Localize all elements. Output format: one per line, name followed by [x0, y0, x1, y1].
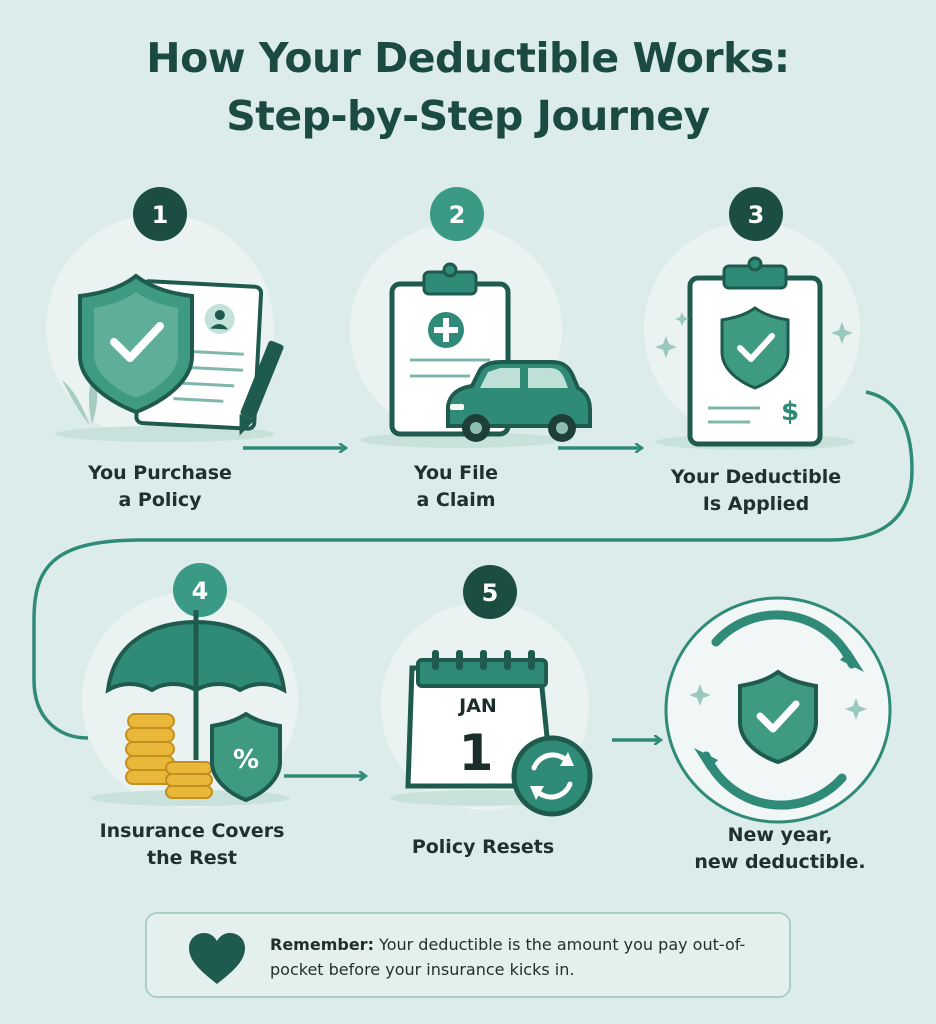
step-number-badge-3: 3: [729, 187, 783, 241]
step-1-label: You Purchase a Policy: [88, 462, 232, 511]
final-label: New year, new deductible.: [694, 824, 866, 873]
svg-text:%: %: [233, 745, 259, 775]
svg-text:5: 5: [482, 579, 499, 607]
calendar-reset-icon: JAN 1: [405, 650, 593, 817]
policy-shield-icon: [62, 273, 284, 436]
page-title-line2: Step-by-Step Journey: [226, 92, 710, 140]
step-number-badge-1: 1: [133, 187, 187, 241]
umbrella-coins-icon: %: [105, 610, 287, 803]
svg-text:4: 4: [192, 577, 209, 605]
renew-shield-icon: [689, 610, 867, 810]
step-3-label: Your Deductible Is Applied: [670, 466, 842, 515]
step-number-badge-4: 4: [173, 563, 227, 617]
reminder-text: Remember: Your deductible is the amount …: [270, 935, 746, 979]
claim-car-icon: [389, 262, 592, 442]
deductible-clipboard-icon: $: [655, 256, 853, 447]
svg-text:2: 2: [449, 201, 466, 229]
svg-text:$: $: [781, 397, 799, 427]
journey-connector-line: [32, 390, 914, 740]
step-4-label: Insurance Covers the Rest: [99, 820, 285, 869]
step-number-badge-5: 5: [463, 565, 517, 619]
svg-text:3: 3: [748, 201, 765, 229]
reminder-note: Remember: Your deductible is the amount …: [145, 912, 791, 998]
heart-icon: [189, 933, 245, 984]
page-title-line1: How Your Deductible Works:: [146, 34, 790, 82]
svg-text:1: 1: [152, 201, 169, 229]
step-2-label: You File a Claim: [413, 462, 499, 511]
svg-text:JAN: JAN: [457, 695, 497, 717]
step-5-label: Policy Resets: [411, 836, 555, 858]
svg-text:1: 1: [459, 724, 494, 782]
step-number-badge-2: 2: [430, 187, 484, 241]
